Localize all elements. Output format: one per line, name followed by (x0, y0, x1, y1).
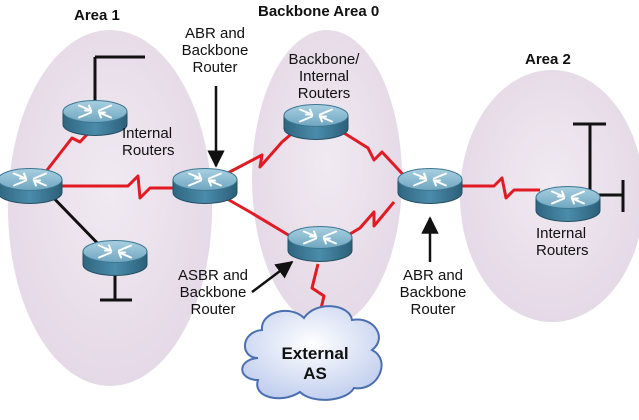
area-1-title: Area 1 (74, 7, 120, 24)
serial-abr-to-bb-top (221, 128, 297, 178)
serial-asbr-to-abr2 (339, 201, 396, 242)
arrow-asbr (251, 260, 294, 293)
router-icon (0, 168, 63, 204)
serial-left-to-abr (48, 174, 185, 200)
router-icon (62, 100, 128, 136)
router-icon (82, 240, 148, 276)
router-icon (535, 186, 601, 222)
area-2-title: Area 2 (525, 51, 571, 68)
external-as-cloud (241, 305, 383, 401)
asbr-backbone-router-label: ASBR and Backbone Router (177, 267, 249, 318)
router-icon (283, 104, 349, 140)
backbone-internal-routers-label: Backbone/ Internal Routers (288, 51, 360, 102)
serial-bb-top-to-abr2 (335, 126, 412, 184)
serial-abr2-to-area2 (460, 176, 540, 200)
serial-links (42, 126, 540, 339)
router-icon (287, 226, 353, 262)
cloud-icon (241, 305, 383, 401)
ethernet-links (40, 55, 625, 302)
routers-layer (0, 100, 601, 276)
backbone-area-0-title: Backbone Area 0 (258, 3, 380, 20)
arrow-icon (207, 86, 439, 293)
abr-backbone-router-top-label: ABR and Backbone Router (181, 25, 249, 76)
external-as-label: External AS (281, 344, 349, 383)
ethernet-area1-top (93, 55, 145, 108)
serial-abr-to-asbr (221, 194, 291, 238)
area-1-region (8, 30, 212, 386)
ethernet-area2-bus (573, 122, 625, 212)
area1-internal-routers-label: Internal Routers (122, 125, 175, 159)
abr-backbone-router-bottom-label: ABR and Backbone Router (399, 267, 467, 318)
area2-internal-routers-label: Internal Routers (536, 225, 589, 259)
router-icon (397, 168, 463, 204)
router-icon (172, 168, 238, 204)
